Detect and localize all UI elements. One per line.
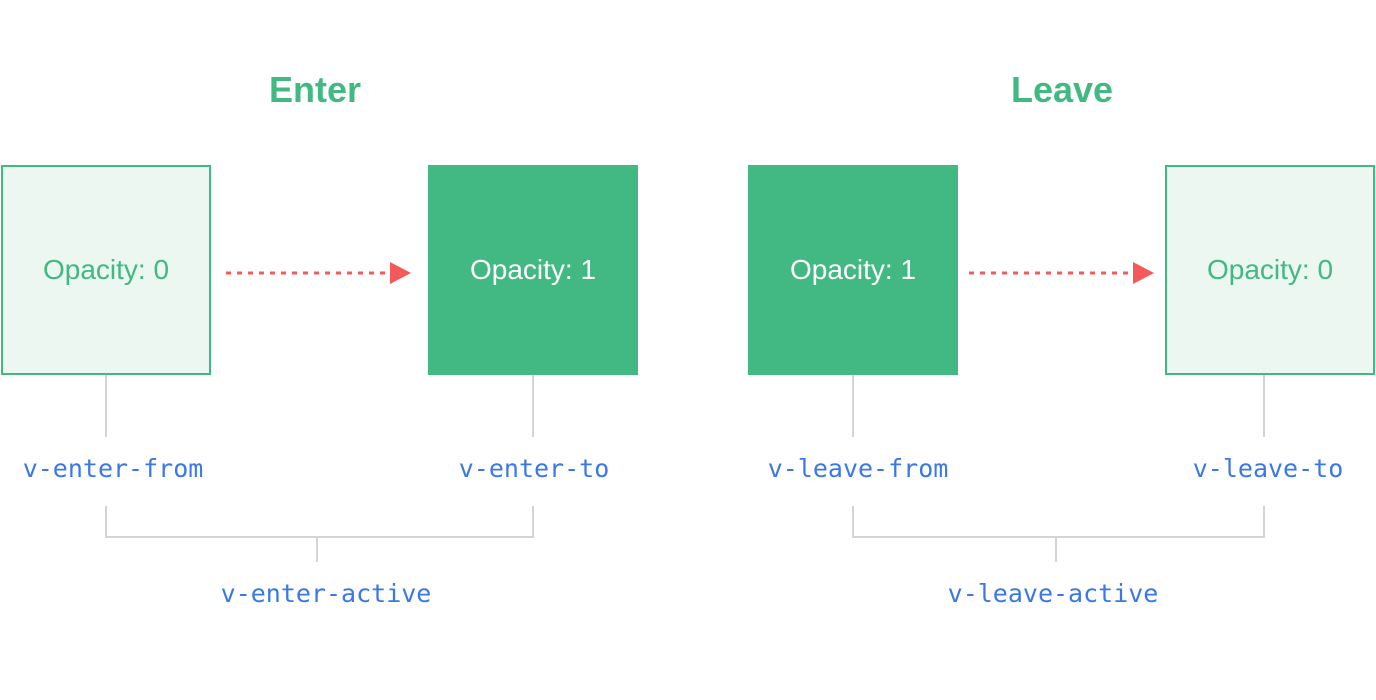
leave-title: Leave <box>1010 69 1114 110</box>
enter-transition-arrow <box>226 262 411 284</box>
leave-from-box: Opacity: 1 <box>748 165 958 375</box>
enter-from-class-label: v-enter-from <box>22 454 204 483</box>
enter-to-box-label: Opacity: 1 <box>469 254 597 285</box>
leave-active-class-label: v-leave-active <box>947 579 1159 608</box>
leave-to-box-label: Opacity: 0 <box>1206 254 1334 285</box>
enter-from-box: Opacity: 0 <box>1 165 211 375</box>
enter-active-class-label: v-enter-active <box>220 579 432 608</box>
enter-from-box-label: Opacity: 0 <box>42 254 170 285</box>
leave-transition-arrow <box>969 262 1154 284</box>
leave-active-bracket <box>852 506 1265 538</box>
leave-from-box-label: Opacity: 1 <box>789 254 917 285</box>
leave-to-class-label: v-leave-to <box>1192 454 1344 483</box>
enter-title: Enter <box>268 69 362 110</box>
enter-to-class-label: v-enter-to <box>458 454 610 483</box>
enter-active-bracket <box>105 506 534 538</box>
leave-from-class-label: v-leave-from <box>767 454 949 483</box>
enter-to-box: Opacity: 1 <box>428 165 638 375</box>
leave-to-box: Opacity: 0 <box>1165 165 1375 375</box>
